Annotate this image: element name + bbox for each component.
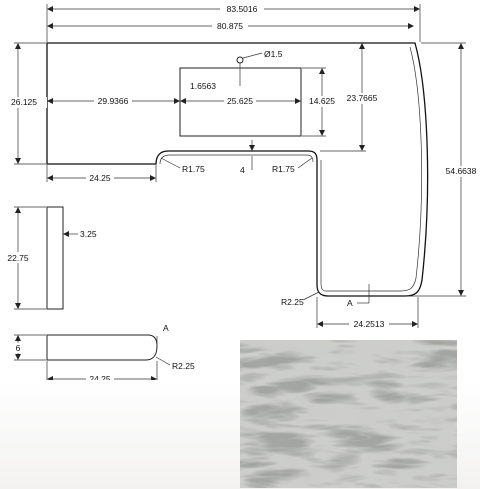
dim-cutout-offset: 29.9366 [98,96,129,106]
dim-leg-width: 24.2513 [354,319,385,329]
dim-profile-height: 6 [16,343,21,353]
dim-side-thickness: 3.25 [80,229,97,239]
dim-profile-width: 24.25 [89,374,111,384]
dim-bend-offset: 4 [240,165,245,175]
marble-texture [240,340,457,488]
dim-upper-depth: 23.7665 [347,93,378,103]
profile-marker-label: A [163,323,169,333]
dim-bend-radius-right: R1.75 [272,164,295,174]
dim-profile-radius: R2.25 [172,361,195,371]
dim-hole-offset: 1.6563 [190,81,216,91]
dim-right-height: 54.6638 [446,166,477,176]
side-view-panel [46,206,64,310]
countertop-inner-edge [320,46,423,292]
dim-bottom-radius: R2.25 [281,297,304,307]
dim-cutout-width: 25.625 [227,96,253,106]
dim-left-height: 26.125 [11,97,37,107]
faucet-hole [236,56,244,64]
marble-swatch [240,340,457,488]
section-marker-label: A [347,298,353,308]
dim-hole-diameter: Ø1.5 [264,49,283,59]
bend-inner-edge [159,154,314,165]
dim-lower-left-width: 24.25 [89,173,111,183]
dim-side-height: 22.75 [7,253,29,263]
profile-view-outline [46,334,158,361]
dim-cutout-height: 14.625 [309,96,335,106]
dim-inner-width: 80.875 [217,21,243,31]
countertop-outline [46,42,429,297]
dim-bend-radius-left: R1.75 [182,164,205,174]
dim-overall-width: 83.5016 [227,4,258,14]
